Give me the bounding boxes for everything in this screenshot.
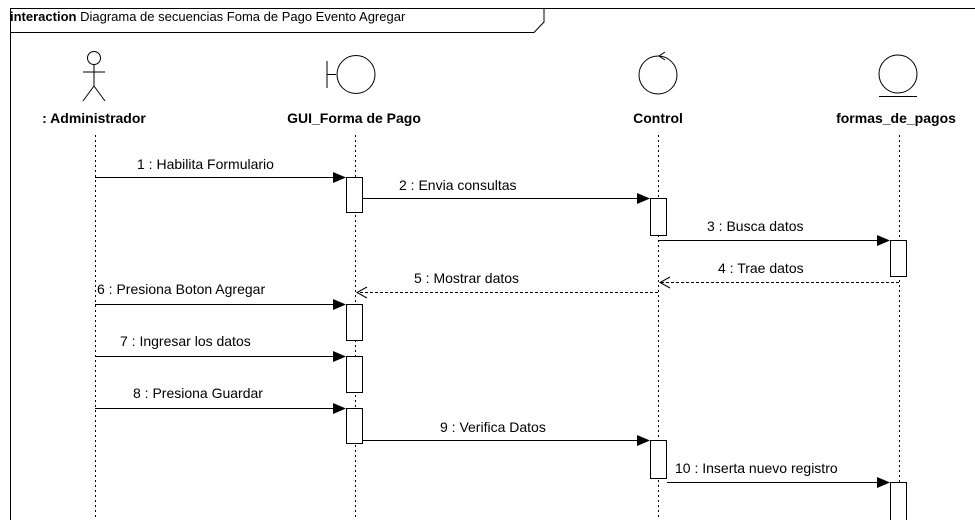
message-label: 5 : Mostrar datos [414,270,519,286]
message-label: 4 : Trae datos [718,260,804,276]
message-arrow [363,193,650,204]
actor-icon [83,52,105,102]
message-label: 6 : Presiona Boton Agregar [97,281,265,297]
activation-bar [347,357,363,393]
message-arrow [667,477,890,488]
message-label: 1 : Habilita Formulario [137,156,274,172]
message-arrow [95,403,346,414]
frame-title: Diagrama de secuencias Foma de Pago Even… [80,9,405,24]
message-arrow [95,299,346,310]
boundary-icon [327,56,375,94]
message-label: 2 : Envia consultas [399,177,517,193]
participant-name-formas-de-pagos: formas_de_pagos [836,110,956,126]
message-label: 7 : Ingresar los datos [120,333,251,349]
reply-arrow [357,287,658,298]
activation-bar [891,483,907,521]
control-icon [639,52,677,94]
message-arrow [659,235,890,246]
participant-name-gui-forma-de-pago: GUI_Forma de Pago [287,110,421,126]
message-label: 10 : Inserta nuevo registro [675,460,838,476]
message-label: 9 : Verifica Datos [440,419,546,435]
entity-icon [879,55,917,97]
activation-bar [651,441,667,479]
message-label: 3 : Busca datos [707,218,804,234]
activation-bar [891,241,907,277]
frame-tag: interaction Diagrama de secuencias Foma … [10,9,405,24]
participant-name-administrador: : Administrador [42,110,146,126]
participant-name-control: Control [633,110,683,126]
message-label: 8 : Presiona Guardar [133,385,263,401]
activation-bar [347,305,363,341]
message-arrow [95,172,346,183]
activation-bar [347,178,363,213]
activation-bar [347,409,363,444]
message-arrow [95,351,346,362]
interaction-frame [11,9,975,521]
activation-bar [651,199,667,236]
frame-keyword: interaction [10,9,76,24]
message-arrow [363,435,650,446]
reply-arrow [660,277,899,288]
